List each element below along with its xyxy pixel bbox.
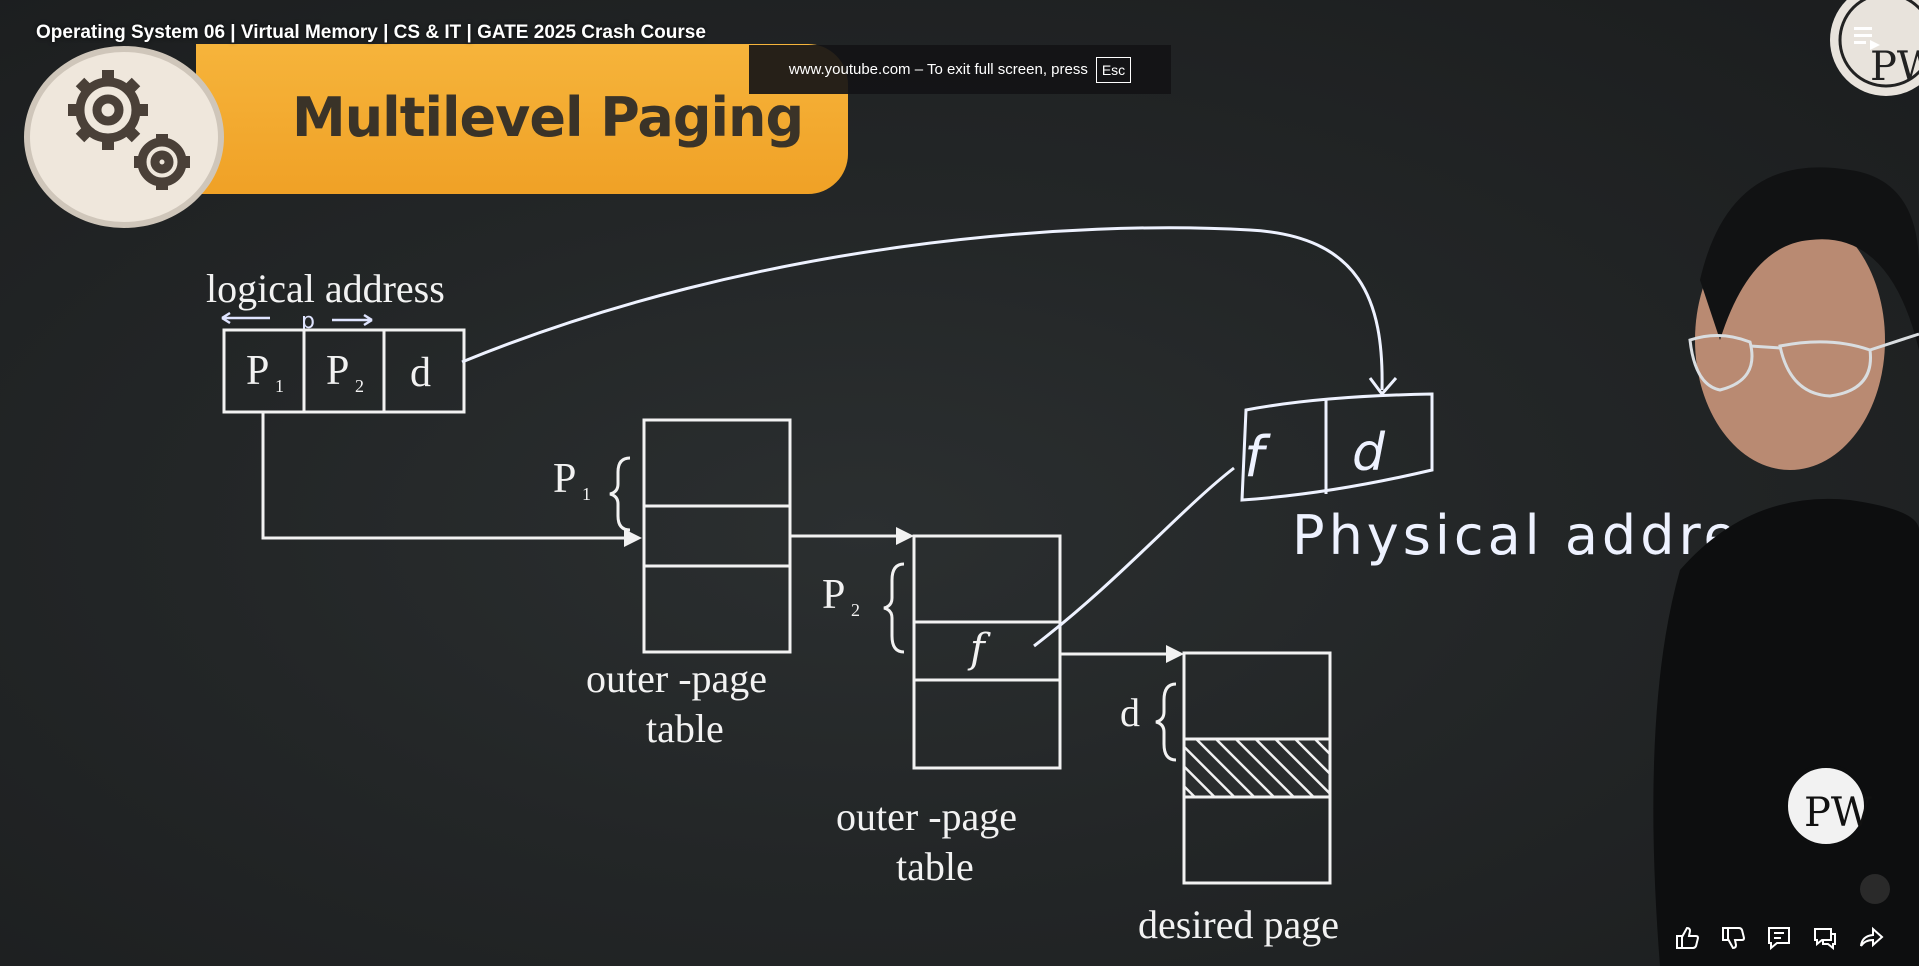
presenter: PW xyxy=(1653,167,1919,966)
engagement-controls xyxy=(1671,922,1887,954)
banner-title: Multilevel Paging xyxy=(292,86,804,149)
outer-page-table-1 xyxy=(642,418,792,654)
desired-page-label: desired page xyxy=(1138,902,1339,947)
brace-p2-sub: 2 xyxy=(851,600,860,620)
slide-banner xyxy=(196,44,848,194)
video-title: Operating System 06 | Virtual Memory | C… xyxy=(36,22,706,43)
outer-page-table-2 xyxy=(912,534,1062,770)
thumbs-down-icon[interactable] xyxy=(1717,922,1749,954)
physical-address-box xyxy=(1240,392,1434,502)
pw-logo: PW xyxy=(1830,0,1919,96)
brace-p1 xyxy=(609,456,631,532)
p-label: p xyxy=(301,309,315,334)
physical-d: d xyxy=(1352,423,1386,483)
logical-address-box xyxy=(222,328,466,414)
outer-table-1-line2: table xyxy=(646,706,724,751)
brace-p1-label: P xyxy=(553,456,576,502)
outer-table-2-line1: outer -page xyxy=(836,794,1017,839)
chat-icon[interactable] xyxy=(1809,922,1841,954)
physical-f: f xyxy=(1244,425,1271,490)
brace-p1-sub: 1 xyxy=(582,484,591,504)
fullscreen-notice-text: www.youtube.com – To exit full screen, p… xyxy=(788,61,1088,78)
p-span-arrows xyxy=(221,311,373,327)
brace-p2-label: P xyxy=(822,572,845,618)
logical-address-label: logical address xyxy=(206,266,445,311)
fullscreen-notice: www.youtube.com – To exit full screen, p… xyxy=(749,45,1171,94)
pw-logo-text: PW xyxy=(1870,44,1919,90)
comments-icon[interactable] xyxy=(1763,922,1795,954)
d-to-physical-curve xyxy=(461,226,1384,391)
curve-arrow-head xyxy=(1368,377,1398,397)
p1-to-outer-table-arrow xyxy=(261,412,628,540)
gate-wallah-badge xyxy=(1860,874,1890,904)
shirt-logo-text: PW xyxy=(1804,790,1872,836)
thumbs-up-icon[interactable] xyxy=(1671,922,1703,954)
esc-key: Esc xyxy=(1095,56,1132,83)
frame-f-entry: f xyxy=(967,626,991,672)
cell-p2-sub: 2 xyxy=(355,376,364,396)
brace-d-label: d xyxy=(1120,690,1140,735)
f-to-physical-line xyxy=(1033,466,1235,648)
arrow-head-1 xyxy=(624,529,642,547)
brace-p2 xyxy=(883,562,905,654)
outer-table-1-line1: outer -page xyxy=(586,656,767,701)
gear-icon xyxy=(68,70,190,190)
arrow-head-2 xyxy=(896,527,914,545)
share-icon[interactable] xyxy=(1855,922,1887,954)
brace-d xyxy=(1155,682,1177,762)
outer-table-2-line2: table xyxy=(896,844,974,889)
playlist-icon[interactable] xyxy=(1852,24,1882,50)
desired-page-box xyxy=(1182,651,1332,885)
cell-p1-label: P xyxy=(246,348,269,394)
gear-badge xyxy=(24,46,224,228)
cell-d-label: d xyxy=(410,350,431,396)
arrow-head-3 xyxy=(1166,645,1184,663)
cell-p1-sub: 1 xyxy=(275,376,284,396)
cell-p2-label: P xyxy=(326,348,349,394)
